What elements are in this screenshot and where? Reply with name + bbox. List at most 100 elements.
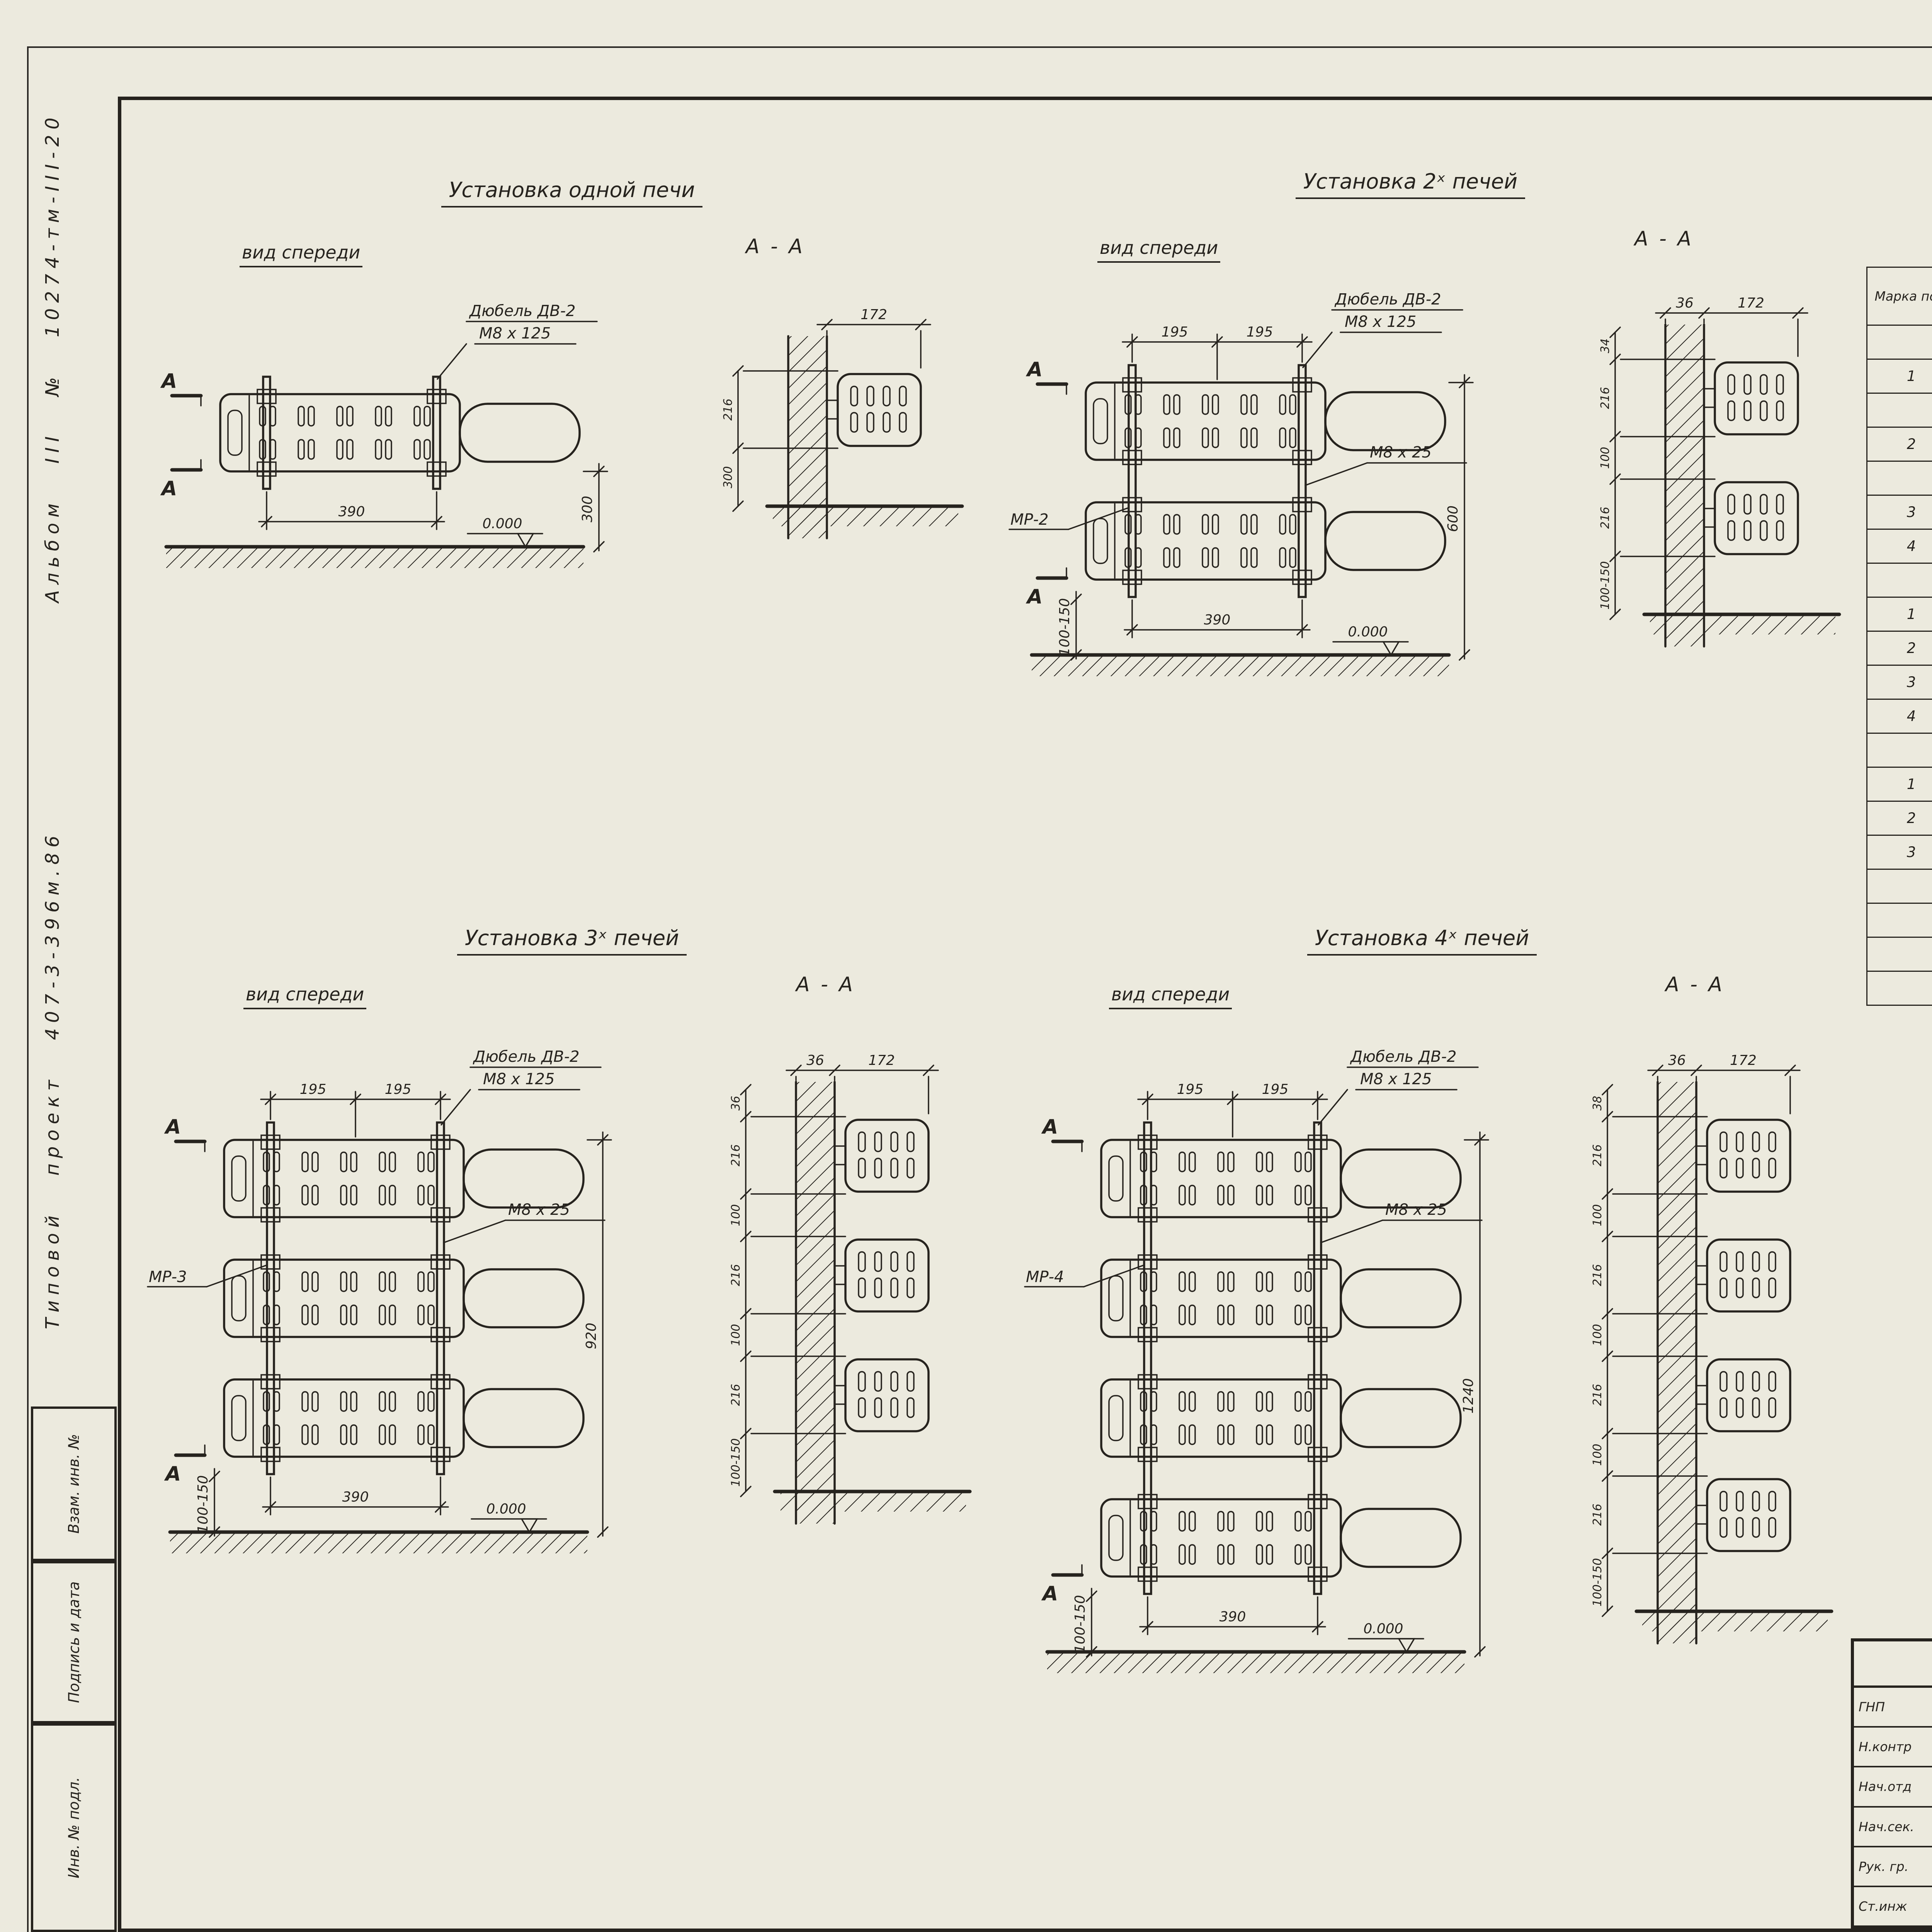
drawing-4-title: Установка 4ˣ печей: [1151, 926, 1692, 956]
spec-item-row: 1Чертеж АСИ-050-02Рама МП-3417.0: [1866, 767, 1932, 802]
svg-text:М8 х 25: М8 х 25: [508, 1201, 570, 1219]
svg-text:0.000: 0.000: [1363, 1621, 1403, 1637]
svg-text:Дюбель ДВ-2: Дюбель ДВ-2: [469, 302, 576, 320]
document-number: ТП 407-3-396м.86: [1854, 1641, 1932, 1685]
drawing-2-section-label: А - А: [1634, 227, 1694, 250]
svg-text:100-150: 100-150: [1591, 1558, 1604, 1606]
signature-role: ГНП: [1854, 1688, 1932, 1726]
spec-item-row: 4Дюбель ДВ-II50.015: [1866, 699, 1932, 734]
drawing-1-section-label: А - А: [746, 235, 805, 258]
margin-project-label: Типовой проект 407-3-396м.86: [42, 830, 63, 1329]
svg-text:300: 300: [721, 466, 735, 488]
spec-empty-row: [1866, 971, 1932, 1006]
svg-text:390: 390: [338, 504, 365, 520]
stamp-inv-podl: Инв. № подл.: [31, 1723, 117, 1932]
drawing-1-view-label: вид спереди: [240, 242, 363, 267]
signature-role: Н.контр: [1854, 1728, 1932, 1766]
svg-text:А: А: [1026, 585, 1043, 609]
svg-text:34: 34: [1599, 338, 1612, 353]
signature-row: Н.контрДемченко: [1854, 1728, 1932, 1768]
svg-text:216: 216: [1591, 1264, 1604, 1286]
drawing-3-view-label: вид спереди: [243, 984, 367, 1009]
spec-empty-row: [1866, 937, 1932, 972]
spec-item-row: ГОСТ 7798-70*Болт М8 х 2580.015: [1866, 461, 1932, 496]
spec-item-row: 1Чертеж АСИ-050-01Рама МП-3315.6: [1866, 597, 1932, 632]
svg-text:300: 300: [580, 496, 595, 522]
spec-empty-row: [1866, 903, 1932, 938]
drawing-3-title: Установка 3ˣ печей: [301, 926, 842, 956]
svg-text:0.000: 0.000: [482, 516, 522, 532]
svg-text:100-150: 100-150: [1599, 561, 1612, 609]
svg-text:0.000: 0.000: [486, 1501, 526, 1517]
spec-item-row: 3ГОСТ 5915-70*Гайка М8130.006: [1866, 495, 1932, 530]
svg-text:195: 195: [1262, 1082, 1289, 1097]
spec-table-body: На 1 печь1Дюбель ДВ-II40.015На 2 печи2Че…: [1866, 325, 1932, 1006]
svg-text:216: 216: [1591, 1384, 1604, 1406]
svg-text:100: 100: [1599, 447, 1612, 469]
svg-text:М8 х 125: М8 х 125: [483, 1070, 554, 1088]
svg-text:172: 172: [861, 307, 887, 323]
svg-text:216: 216: [729, 1144, 743, 1166]
spec-item-row: 2Чертеж АСН-050Рама МП-3214.2: [1866, 427, 1932, 462]
svg-text:216: 216: [729, 1264, 743, 1286]
margin-album-label: Альбом III № 10274-тм-III-20: [42, 112, 63, 603]
svg-text:920: 920: [583, 1323, 599, 1349]
drawing-1-title: Установка одной печи: [301, 178, 842, 207]
signature-role: Рук. гр.: [1854, 1847, 1932, 1886]
svg-text:МР-3: МР-3: [149, 1268, 187, 1286]
drawing-2-view-label: вид спереди: [1097, 237, 1221, 263]
svg-text:100: 100: [729, 1324, 743, 1346]
stamp-podpis-data: Подпись и дата: [31, 1561, 117, 1723]
svg-text:195: 195: [1247, 324, 1273, 340]
svg-text:100: 100: [1591, 1324, 1604, 1346]
spec-group-row: На 1 печь: [1866, 325, 1932, 360]
drawing-4-view-label: вид спереди: [1109, 984, 1232, 1009]
svg-text:216: 216: [729, 1384, 743, 1406]
spec-table: Марка поз. Обозначение Наименование Кол.…: [1866, 267, 1932, 1006]
svg-text:100-150: 100-150: [1072, 1595, 1088, 1653]
spec-subtitle: НА УСТАНОВКУ ЭЛЕКТРОПЕЧЕЙ: [1878, 188, 1932, 209]
spec-group-row: На 2 печи: [1866, 393, 1932, 428]
svg-text:216: 216: [1599, 507, 1612, 529]
main-frame: [118, 97, 1932, 1932]
svg-text:36: 36: [729, 1096, 743, 1111]
svg-text:36: 36: [1668, 1053, 1686, 1068]
spec-col-pos: Марка поз.: [1866, 267, 1932, 326]
svg-text:1240: 1240: [1461, 1378, 1476, 1414]
svg-text:А: А: [1041, 1582, 1058, 1605]
svg-text:172: 172: [1738, 295, 1764, 311]
signature-role: Ст.инж: [1854, 1887, 1932, 1925]
stamp-zam-inv: Взам. инв. №: [31, 1406, 117, 1561]
svg-text:100: 100: [1591, 1444, 1604, 1466]
svg-text:390: 390: [342, 1489, 369, 1505]
spec-item-row: 2ГОСТ 7798-70*Болт М8 х 25160.015: [1866, 801, 1932, 836]
signature-role: Нач.сек.: [1854, 1808, 1932, 1846]
svg-text:МР-2: МР-2: [1010, 511, 1049, 529]
svg-text:100-150: 100-150: [1057, 598, 1073, 656]
title-block: ТП 407-3-396м.86 ОВ ГНПГонинН.контрДемче…: [1851, 1638, 1932, 1929]
spec-item-row: Дюбель ДВ-II50.015: [1866, 869, 1932, 904]
spec-item-row: 4Дюбель ДВ-II50.015: [1866, 529, 1932, 564]
svg-text:36: 36: [1676, 295, 1694, 311]
svg-text:М8 х 125: М8 х 125: [1345, 313, 1416, 331]
signature-rows: ГНПГонинН.контрДемченкоНач.отдВолковНач.…: [1854, 1688, 1932, 1925]
svg-text:195: 195: [300, 1082, 327, 1097]
signature-row: Рук. гр.Скворцова: [1854, 1847, 1932, 1887]
svg-text:А: А: [160, 477, 177, 500]
drawing-2-title: Установка 2ˣ печей: [1140, 169, 1681, 199]
svg-text:0.000: 0.000: [1348, 624, 1388, 640]
